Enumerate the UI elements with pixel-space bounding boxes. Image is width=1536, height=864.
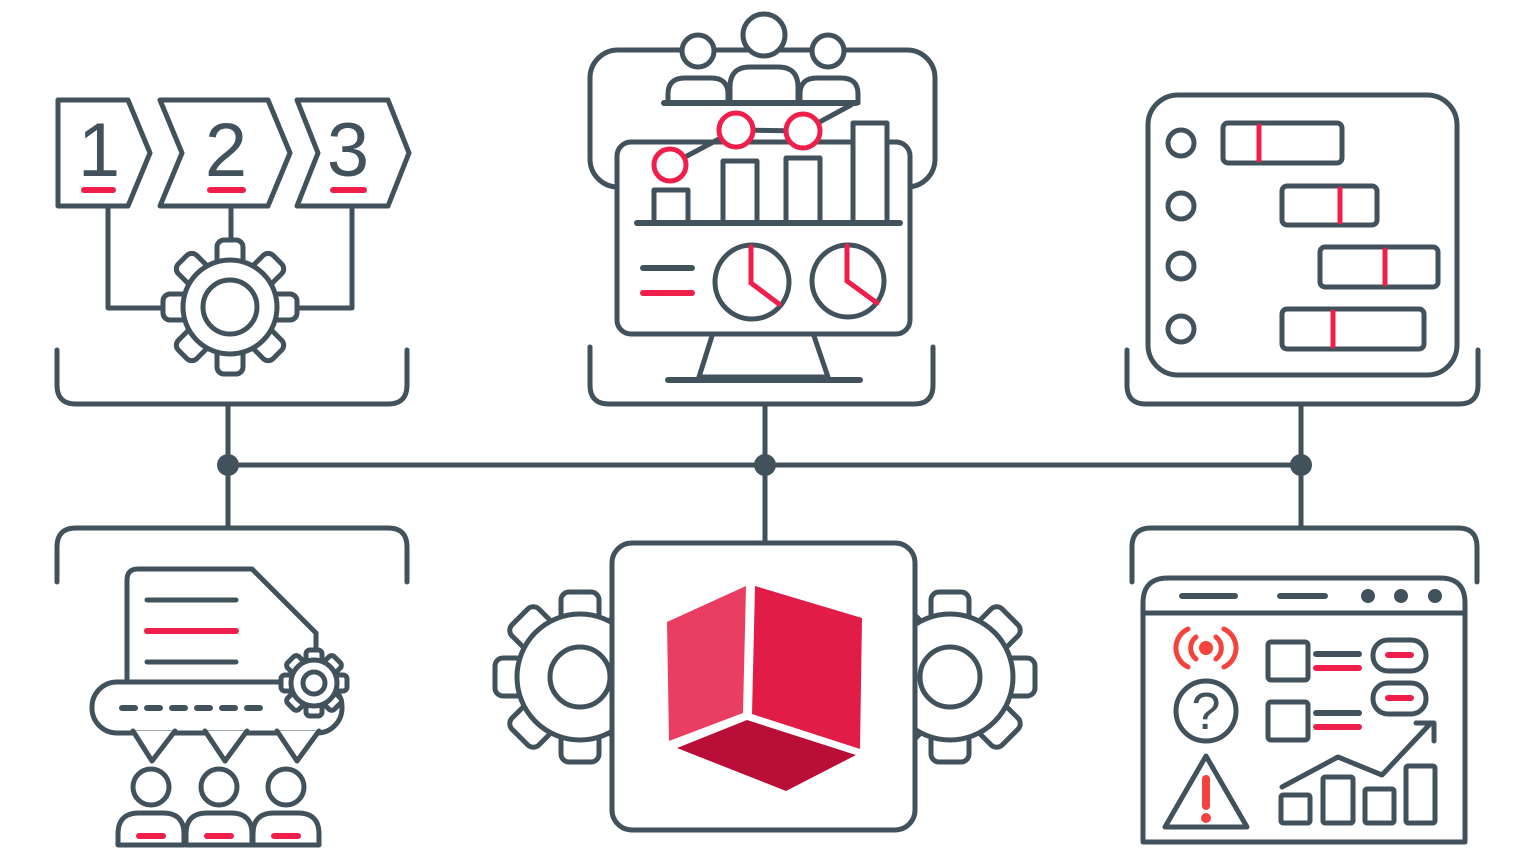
- warning-triangle-icon: [1162, 753, 1250, 830]
- checkbox: [1265, 639, 1311, 683]
- checkbox: [1265, 699, 1311, 743]
- cube-with-gears-icon: [492, 540, 1038, 833]
- gantt-checklist-icon: [1145, 92, 1460, 378]
- step-number-3: 3: [327, 108, 369, 193]
- cube-bottom-face: [677, 720, 856, 791]
- step-chevron-1: [55, 97, 153, 209]
- small-gear-icon: [278, 647, 350, 719]
- data-point: [783, 111, 823, 151]
- line-chart-icon: [651, 102, 854, 184]
- person-head: [679, 32, 717, 70]
- gantt-bar: [1317, 244, 1441, 290]
- person-head: [809, 32, 847, 70]
- person-body: [183, 810, 255, 848]
- bar-chart-icon: [634, 120, 903, 226]
- process-steps-icon: 1 2 3: [55, 97, 412, 377]
- question-circle-icon: ?: [1173, 678, 1239, 744]
- junction-dot-right: [1290, 454, 1312, 476]
- bubble-tail: [274, 728, 322, 764]
- gantt-bar: [1220, 120, 1345, 166]
- bar: [1362, 786, 1397, 826]
- row-bullet: [1165, 250, 1197, 282]
- toggle-pills: [1370, 637, 1429, 717]
- person-head: [130, 766, 172, 808]
- gear-hole: [200, 277, 260, 337]
- step3-to-gear-line: [291, 203, 355, 311]
- team-dashboard-monitor-icon: [587, 11, 938, 383]
- monitor-stand: [696, 333, 831, 380]
- row-bullet: [1165, 313, 1197, 345]
- bar: [720, 158, 760, 226]
- bar: [1278, 792, 1313, 826]
- gantt-bar: [1279, 306, 1427, 352]
- person-body: [250, 810, 322, 848]
- growth-chart-icon: [1278, 720, 1438, 826]
- team-people-icon: [661, 11, 861, 106]
- bracket-top-left: [54, 347, 410, 407]
- bar: [1403, 763, 1438, 826]
- browser-analytics-icon: ?: [1140, 575, 1468, 845]
- step-chevron-3: [294, 97, 412, 209]
- pie-clock-icon: [712, 242, 792, 322]
- gear-icon: [160, 237, 300, 377]
- arrow-head: [1413, 720, 1437, 744]
- titlebar-dot: [1361, 589, 1375, 603]
- person-body: [115, 810, 187, 848]
- step-number-1: 1: [78, 108, 120, 193]
- bar: [1320, 774, 1356, 826]
- cube-right-face: [752, 586, 862, 749]
- person-shoulders: [727, 64, 801, 106]
- bar: [850, 120, 890, 226]
- step-chevron-2: [157, 97, 293, 209]
- titlebar-dot: [1428, 589, 1442, 603]
- pie-clock-icon: [809, 242, 887, 320]
- person-head: [740, 11, 788, 59]
- bracket-bottom-left: [54, 525, 410, 585]
- cube-left-face: [667, 586, 746, 741]
- bubble-tail: [202, 728, 250, 764]
- pie-hand: [844, 243, 880, 306]
- gantt-bar: [1279, 183, 1380, 228]
- bubble-tail: [130, 728, 178, 764]
- data-point: [716, 110, 756, 150]
- audience-people-icon: [115, 766, 322, 848]
- bar: [783, 155, 823, 226]
- cube-3d-icon: [667, 586, 862, 791]
- growth-trend-line: [1279, 721, 1433, 790]
- junction-dot-center: [754, 454, 776, 476]
- person-shoulders: [797, 75, 861, 106]
- checklist-items: [1265, 639, 1362, 743]
- row-bullet: [1165, 190, 1197, 222]
- bracket-bottom-right: [1129, 525, 1480, 585]
- person-head: [198, 766, 240, 808]
- step-number-2: 2: [205, 108, 247, 193]
- gear-hole: [300, 669, 328, 697]
- bracket-top-center: [587, 344, 936, 407]
- data-point: [651, 146, 689, 184]
- trend-line: [667, 102, 854, 168]
- titlebar-dot: [1394, 589, 1408, 603]
- question-mark: ?: [1192, 683, 1221, 741]
- person-shoulders: [665, 75, 731, 106]
- broadcast-signal-icon: [1173, 626, 1239, 670]
- person-head: [265, 766, 307, 808]
- connector-network: [54, 344, 1481, 585]
- pie-hand: [748, 244, 782, 307]
- text-lines: [640, 265, 695, 296]
- step1-to-gear-line: [105, 203, 169, 311]
- row-bullet: [1165, 127, 1197, 159]
- bar: [651, 187, 691, 226]
- junction-dot-left: [217, 454, 239, 476]
- document-processing-people-icon: [89, 566, 350, 848]
